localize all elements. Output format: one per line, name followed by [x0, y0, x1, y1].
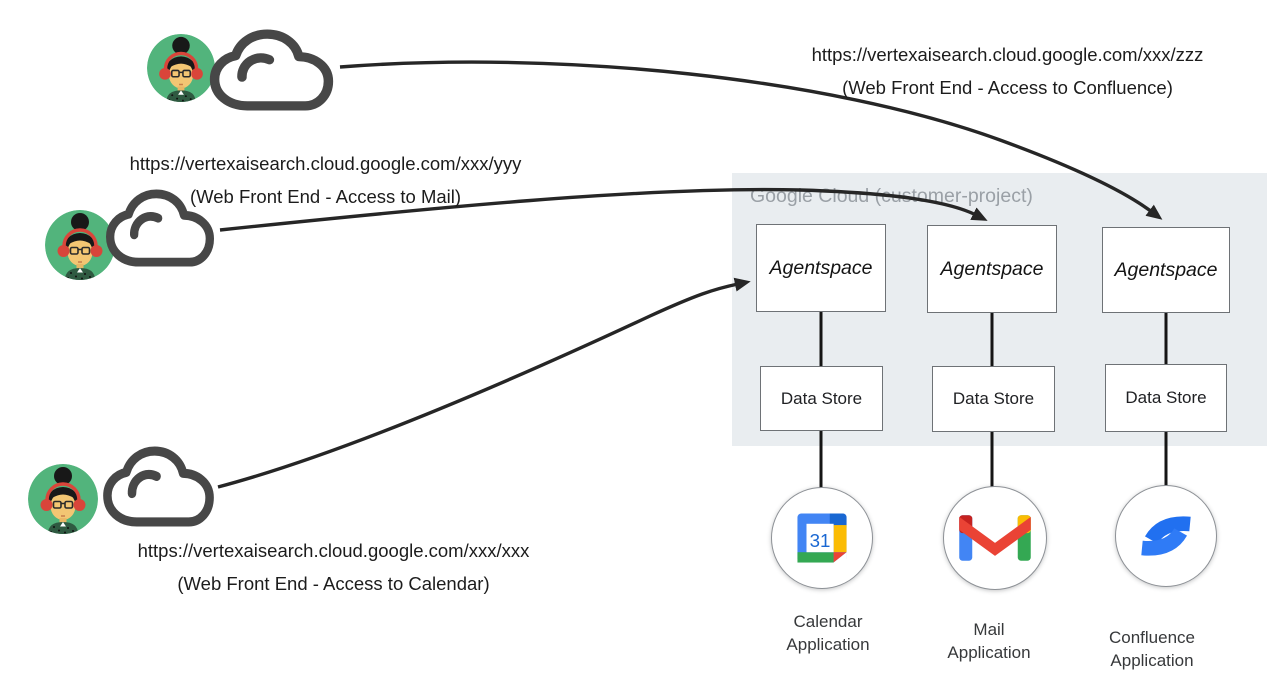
app-label-line1: Mail: [973, 620, 1005, 639]
url-block-mail: https://vertexaisearch.cloud.google.com/…: [88, 147, 563, 213]
arrow-user3-agentspace1: [217, 277, 751, 489]
app-label-line2: Application: [947, 643, 1031, 662]
app-label-line1: Calendar: [793, 612, 863, 631]
confluence-app-circle: [1115, 485, 1217, 587]
user-avatar-3: [28, 464, 98, 534]
datastore-box-2: Data Store: [932, 366, 1055, 432]
calendar-day-number: 31: [810, 530, 831, 551]
agentspace-box-3: Agentspace: [1102, 227, 1230, 313]
app-label-confluence: Confluence Application: [1042, 626, 1262, 672]
url-caption: (Web Front End - Access to Confluence): [842, 77, 1173, 98]
url-label: https://vertexaisearch.cloud.google.com/…: [811, 44, 1204, 65]
panel-title: Google Cloud (customer-project): [750, 185, 1033, 207]
app-label-calendar: Calendar Application: [718, 610, 938, 656]
url-caption: (Web Front End - Access to Calendar): [177, 573, 490, 594]
url-label: https://vertexaisearch.cloud.google.com/…: [129, 153, 522, 174]
app-label-line2: Application: [1110, 651, 1194, 670]
confluence-icon: [1141, 516, 1191, 556]
app-label-line1: Confluence: [1108, 628, 1195, 647]
datastore-box-1: Data Store: [760, 366, 883, 431]
google-calendar-icon: 31: [797, 513, 847, 563]
url-caption: (Web Front End - Access to Mail): [189, 186, 462, 207]
app-label-mail: Mail Application: [879, 618, 1099, 664]
datastore-box-3: Data Store: [1105, 364, 1227, 432]
url-label: https://vertexaisearch.cloud.google.com/…: [137, 540, 530, 561]
calendar-app-circle: 31: [771, 487, 873, 589]
agentspace-box-2: Agentspace: [927, 225, 1057, 313]
agentspace-box-1: Agentspace: [756, 224, 886, 312]
url-block-confluence: https://vertexaisearch.cloud.google.com/…: [770, 38, 1245, 104]
mail-app-circle: [943, 486, 1047, 590]
cloud-icon-1: [203, 27, 340, 113]
cloud-icon-3: [97, 444, 220, 529]
gmail-icon: [959, 515, 1031, 561]
app-label-line2: Application: [786, 635, 870, 654]
url-block-calendar: https://vertexaisearch.cloud.google.com/…: [96, 534, 571, 600]
